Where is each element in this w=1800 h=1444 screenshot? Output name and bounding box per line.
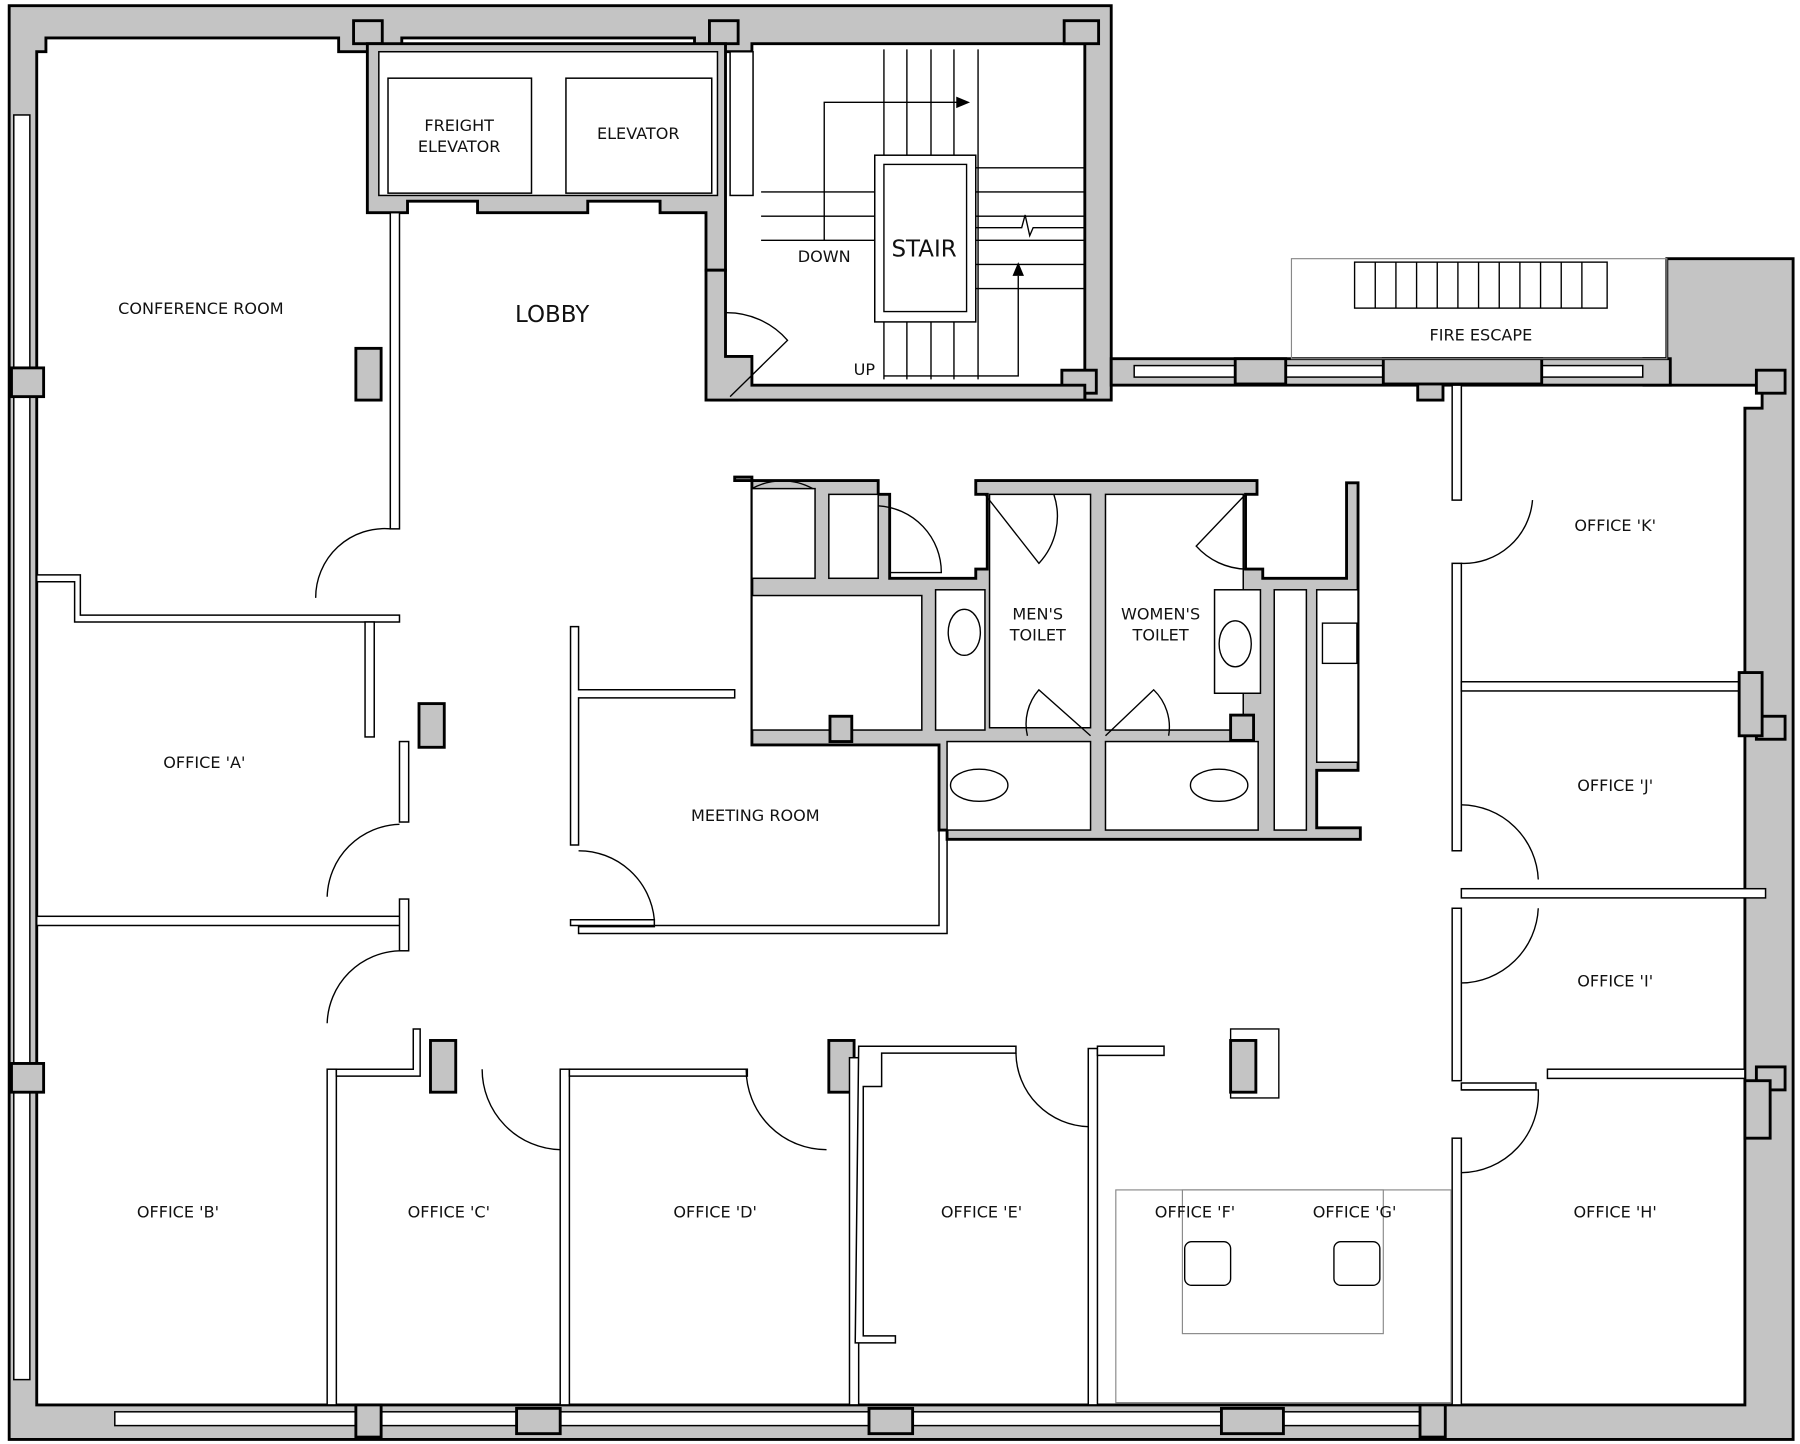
lobby-label: LOBBY [515, 302, 590, 328]
freight-elevator-label: FREIGHT [424, 116, 494, 135]
office-d-label: OFFICE 'D' [673, 1203, 757, 1222]
elevator-label: ELEVATOR [597, 124, 680, 143]
womens-toilet-label-2: TOILET [1132, 625, 1189, 644]
office-f-label: OFFICE 'F' [1155, 1203, 1235, 1222]
office-j-label: OFFICE 'J' [1577, 776, 1653, 795]
office-c-label: OFFICE 'C' [408, 1203, 490, 1222]
mens-toilet-label: MEN'S [1012, 605, 1063, 624]
freight-elevator-label-2: ELEVATOR [418, 137, 501, 156]
office-b-label: OFFICE 'B' [137, 1203, 219, 1222]
columns [10, 19, 1787, 1439]
mens-toilet-label-2: TOILET [1009, 625, 1066, 644]
toilet-icon [1189, 768, 1249, 803]
stair-up-label: UP [854, 360, 876, 379]
sink-icon [947, 608, 982, 657]
elevator-core: FREIGHT ELEVATOR ELEVATOR [365, 42, 754, 272]
fire-escape: FIRE ESCAPE [1290, 258, 1668, 360]
office-h-label: OFFICE 'H' [1574, 1203, 1657, 1222]
office-i-label: OFFICE 'I' [1577, 971, 1653, 990]
stair-label: STAIR [891, 236, 956, 262]
chair-icon [1333, 1240, 1381, 1287]
furniture [1115, 1028, 1452, 1404]
sink-icon [1321, 622, 1358, 665]
fire-escape-label: FIRE ESCAPE [1429, 325, 1532, 344]
elevator-car [565, 77, 713, 194]
conference-room-label: CONFERENCE ROOM [118, 299, 283, 318]
freight-elevator-car [387, 77, 533, 194]
partitions [35, 211, 1772, 1406]
office-e-label: OFFICE 'E' [941, 1203, 1022, 1222]
toilet-block: MEN'S TOILET WOMEN'S TOILET [733, 475, 1362, 841]
office-g-label: OFFICE 'G' [1313, 1203, 1397, 1222]
chair-icon [1184, 1240, 1232, 1287]
stair-down-label: DOWN [798, 247, 851, 266]
sink-icon [1218, 620, 1252, 668]
stair: STAIR DOWN UP [704, 49, 1087, 402]
room-labels: LOBBY CONFERENCE ROOM OFFICE 'A' OFFICE … [118, 299, 1657, 1222]
door-swings [314, 500, 1540, 1174]
office-k-label: OFFICE 'K' [1574, 516, 1656, 535]
office-a-label: OFFICE 'A' [163, 753, 245, 772]
meeting-room: MEETING ROOM [569, 625, 948, 935]
womens-toilet-label: WOMEN'S [1121, 605, 1200, 624]
meeting-room-label: MEETING ROOM [691, 806, 820, 825]
toilet-icon [949, 768, 1009, 803]
